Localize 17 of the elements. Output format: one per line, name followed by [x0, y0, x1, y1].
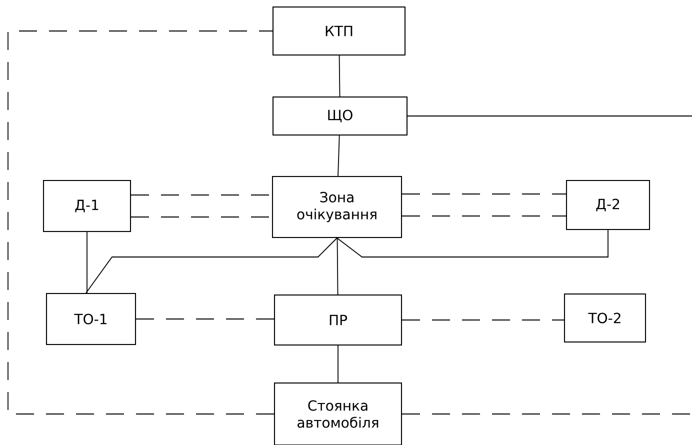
process-box: ЩО: [272, 96, 408, 136]
connector-line: [86, 238, 338, 294]
connector-line: [338, 135, 340, 176]
connector-line: [336, 238, 338, 295]
process-box: ПР: [274, 294, 402, 346]
process-box: Д-1: [43, 180, 131, 232]
process-box: ТО-1: [46, 293, 136, 345]
connector-line: [86, 232, 88, 294]
process-box: Стоянка автомобіля: [274, 382, 402, 445]
process-box: Д-2: [566, 180, 650, 230]
process-box: Зона очікування: [272, 176, 402, 238]
process-box: ТО-2: [564, 294, 646, 342]
connector-line: [8, 30, 274, 414]
connector-line: [136, 318, 274, 320]
connector-line: [338, 55, 340, 97]
connector-line: [336, 230, 608, 258]
process-box: КТП: [272, 6, 406, 56]
